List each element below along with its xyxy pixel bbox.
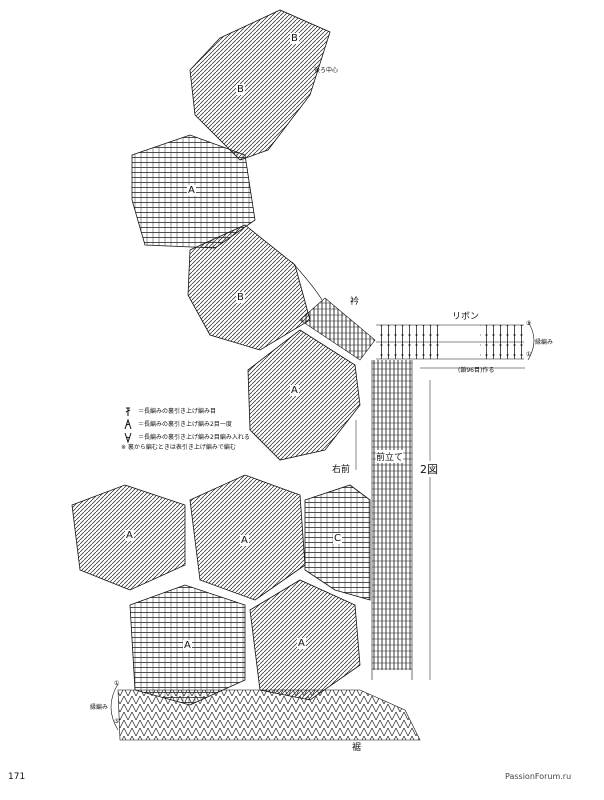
back-center-label: 後ろ中心 <box>314 67 339 74</box>
motif-label-middle-b: B <box>236 292 245 303</box>
collar-guide-line <box>291 261 323 301</box>
hem-mark-top: ① <box>114 680 120 687</box>
front-band-lower <box>372 480 412 670</box>
ribbon-mark-top: ③ <box>526 320 532 327</box>
motif-shoulder-a <box>247 329 361 461</box>
legend-text: ＝長編みの裏引き上げ編み2目一度 <box>138 421 232 428</box>
motif-label-lower-a-left: A <box>125 530 134 541</box>
ribbon-mark-bottom: ① <box>526 351 532 358</box>
ribbon-label: リボン <box>452 312 480 322</box>
motif-label-upper-b: B <box>236 84 245 95</box>
legend-row: ＝長編みの裏引き上げ編み2目編み入れる <box>121 430 291 443</box>
motif-top-b <box>189 9 331 161</box>
legend-text: ＝長編みの裏引き上げ編み2目編み入れる <box>138 434 250 441</box>
long-stitch-back-post-decrease-icon <box>124 417 132 429</box>
motif-label-upper-a: A <box>187 185 196 196</box>
motif-label-top-b: B <box>290 33 299 44</box>
hem-label: 裾 <box>352 743 362 753</box>
front-band-label: 前立て <box>376 450 404 463</box>
ribbon-edging-label: 縁編み <box>535 339 554 346</box>
collar-label: 衿 <box>350 297 360 307</box>
hem-edging-label: 縁編み <box>90 704 109 711</box>
hem-edging-bracket <box>110 683 119 731</box>
ribbon-edging-bracket <box>527 321 535 361</box>
legend-text: ＝長編みの裏引き上げ編み目 <box>138 408 217 415</box>
long-stitch-back-post-icon <box>125 407 131 416</box>
stitch-legend: ＝長編みの裏引き上げ編み目 ＝長編みの裏引き上げ編み2目一度 ＝長編みの裏引き上… <box>121 404 291 453</box>
page-number: 171 <box>8 772 26 782</box>
motif-middle-b <box>187 224 311 351</box>
watermark: PassionForum.ru <box>505 772 572 781</box>
motif-label-lower-c: C <box>333 533 342 544</box>
hem-mark-bottom: ⑤ <box>114 718 120 725</box>
hem-edging <box>117 689 421 741</box>
long-stitch-back-post-increase-icon <box>124 432 132 443</box>
right-front-label: 右前 <box>332 465 351 475</box>
legend-row: ＝長編みの裏引き上げ編み2目一度 <box>121 417 291 430</box>
motif-label-lower-a-center: A <box>240 535 249 546</box>
figure-label: 2図 <box>420 461 438 477</box>
legend-row: ＝長編みの裏引き上げ編み目 <box>121 404 291 417</box>
motif-label-lower-a-bottom: A <box>183 640 192 651</box>
ribbon-chain-label: (鎖96目)作る <box>458 367 495 374</box>
motif-label-shoulder-a: A <box>290 385 299 396</box>
collar-band <box>299 297 376 361</box>
motif-label-lower-a-bottom-right: A <box>297 638 306 649</box>
legend-note: ※ 裏から編むときは表引き上げ編みで編む <box>121 444 236 451</box>
